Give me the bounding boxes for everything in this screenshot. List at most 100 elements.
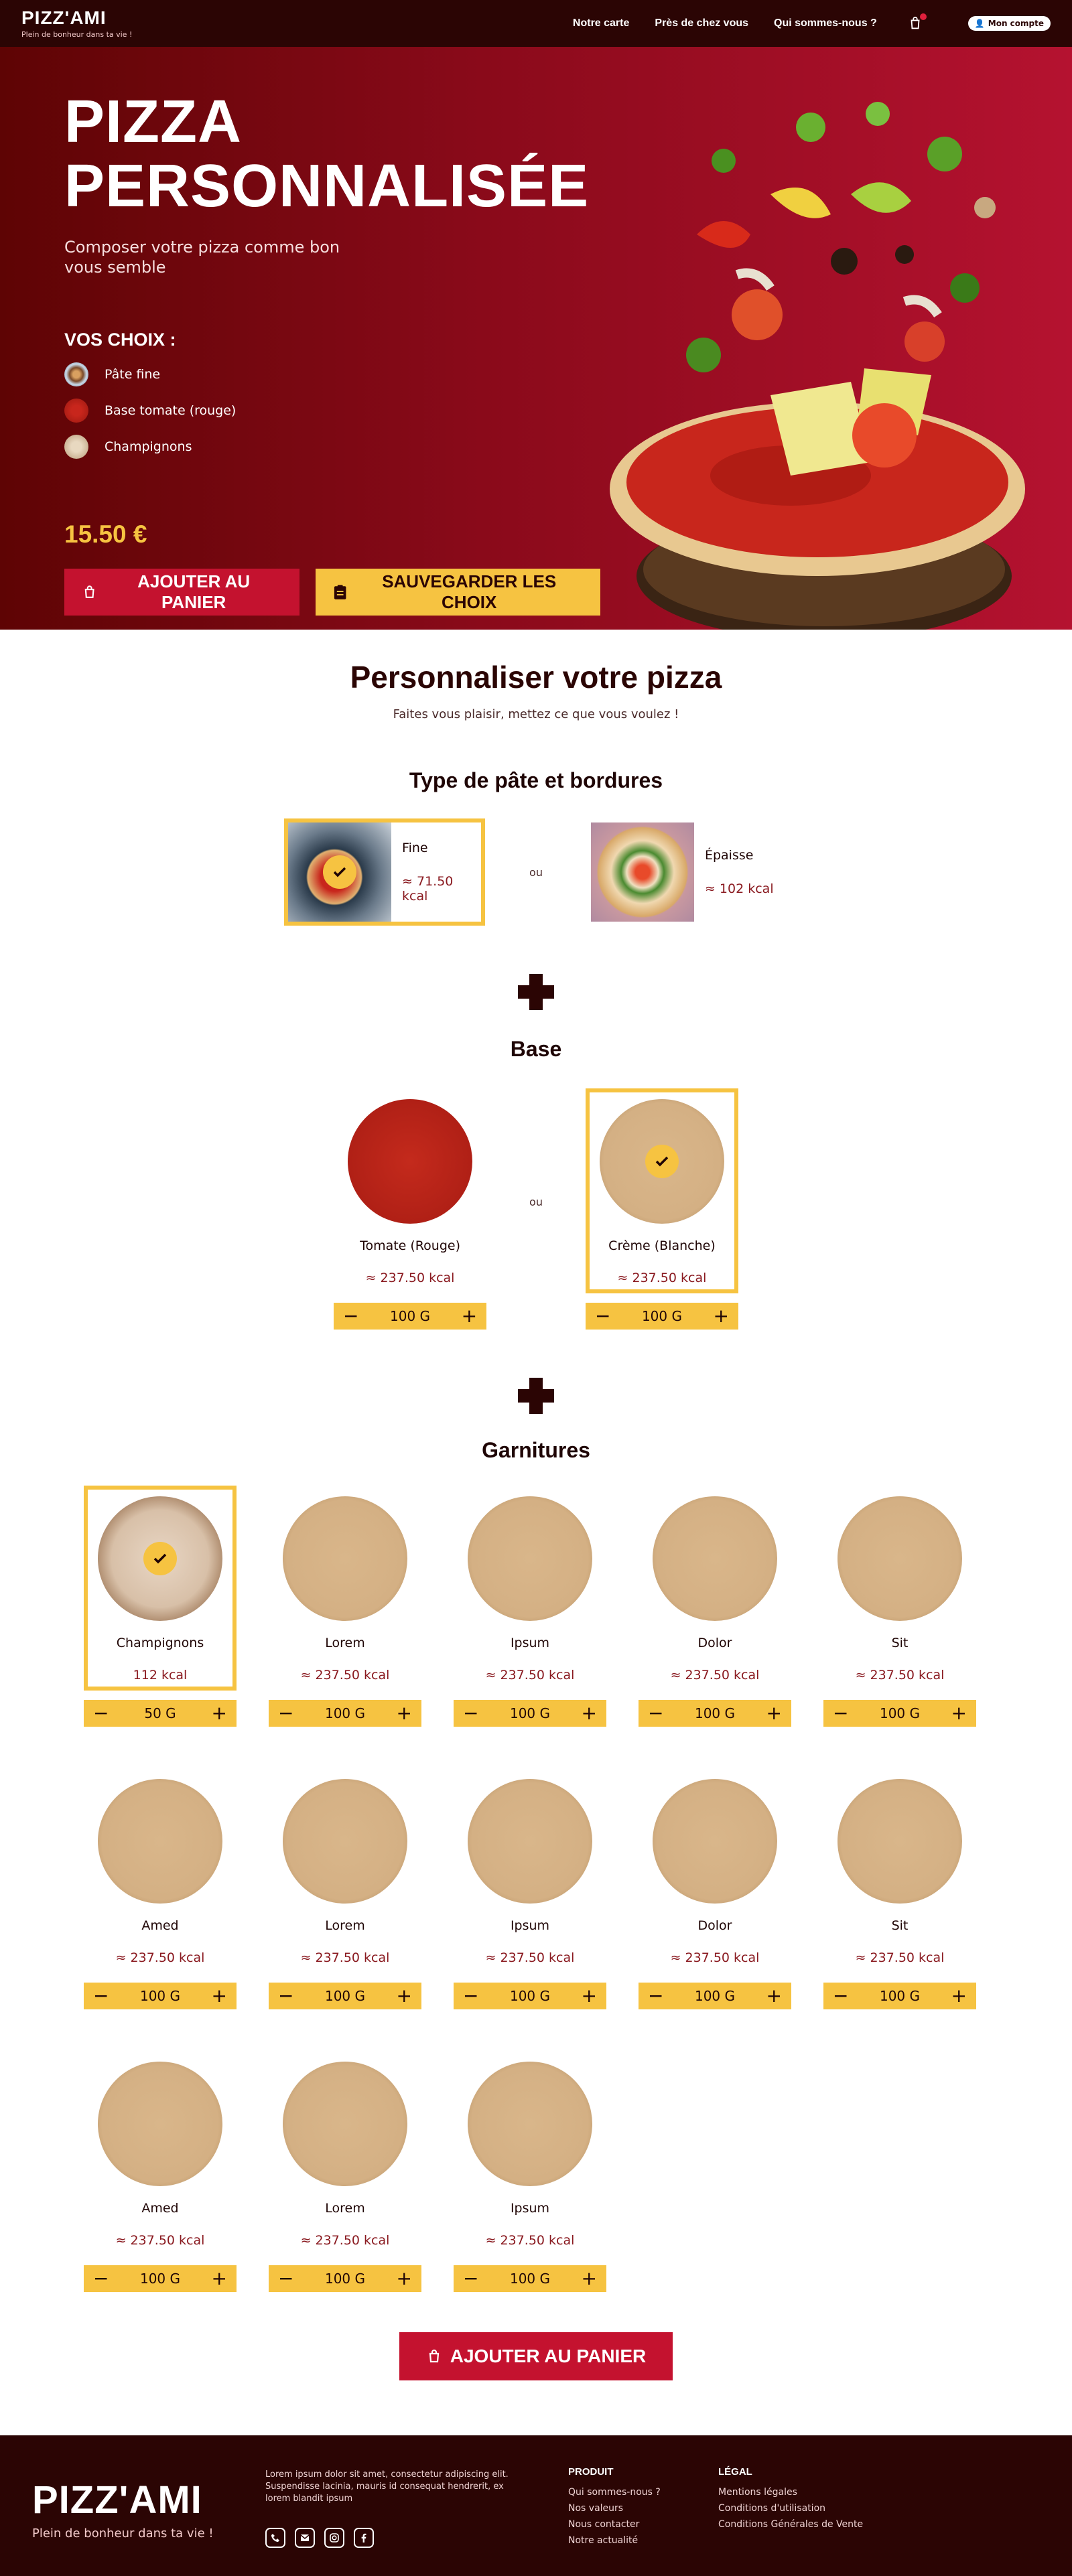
decrease-button[interactable]: − [594, 1305, 611, 1327]
dough-option-thick[interactable]: Épaisse ≈ 102 kcal [586, 818, 788, 926]
instagram-icon[interactable] [324, 2528, 344, 2548]
save-choices-button[interactable]: SAUVEGARDER LES CHOIX [316, 569, 600, 616]
decrease-button[interactable]: − [93, 1702, 109, 1724]
topping-select[interactable]: Ipsum≈ 237.50 kcal [454, 1486, 606, 1691]
footer-brand[interactable]: PIZZ'AMI Plein de bonheur dans ta vie ! [32, 2481, 214, 2541]
increase-button[interactable]: + [396, 1702, 412, 1724]
facebook-icon[interactable] [354, 2528, 374, 2548]
decrease-button[interactable]: − [278, 1702, 294, 1724]
footer-link[interactable]: Conditions d'utilisation [718, 2503, 826, 2514]
dough-kcal: ≈ 102 kcal [704, 881, 774, 896]
topping-select[interactable]: Lorem≈ 237.50 kcal [269, 1768, 421, 1973]
topping-select[interactable]: Dolor≈ 237.50 kcal [639, 1486, 791, 1691]
base-card[interactable]: Crème (Blanche) ≈ 237.50 kcal [585, 1088, 738, 1293]
decrease-button[interactable]: − [463, 1985, 479, 2007]
decrease-button[interactable]: − [278, 2267, 294, 2289]
topping-name: Amed [141, 1918, 179, 1933]
hero-actions: AJOUTER AU PANIER SAUVEGARDER LES CHOIX [64, 569, 600, 616]
topping-select[interactable]: Sit≈ 237.50 kcal [823, 1768, 976, 1973]
topping-select[interactable]: Ipsum≈ 237.50 kcal [454, 2051, 606, 2256]
thin-crust-image [288, 822, 392, 922]
increase-button[interactable]: + [461, 1305, 478, 1327]
increase-button[interactable]: + [581, 1702, 597, 1724]
brand-logo[interactable]: PIZZ'AMI Plein de bonheur dans ta vie ! [21, 8, 132, 39]
footer-link[interactable]: Notre actualité [568, 2535, 639, 2546]
decrease-button[interactable]: − [343, 1305, 359, 1327]
increase-button[interactable]: + [951, 1702, 967, 1724]
quantity-stepper: −100 G+ [269, 1983, 421, 2009]
decrease-button[interactable]: − [463, 1702, 479, 1724]
mail-icon[interactable] [295, 2528, 315, 2548]
dough-kcal: ≈ 71.50 kcal [402, 874, 454, 904]
quantity-value: 100 G [509, 2271, 551, 2287]
decrease-button[interactable]: − [833, 1985, 849, 2007]
nav-link-nearby[interactable]: Près de chez vous [655, 17, 749, 29]
phone-icon[interactable] [265, 2528, 285, 2548]
dough-option-thin[interactable]: Fine ≈ 71.50 kcal [284, 818, 486, 926]
base-card[interactable]: Tomate (Rouge) ≈ 237.50 kcal [334, 1088, 486, 1293]
cart-icon[interactable] [908, 13, 927, 31]
topping-kcal: ≈ 237.50 kcal [485, 1950, 575, 1965]
quantity-stepper: − 100 G + [269, 1700, 421, 1727]
topping-select[interactable]: Sit≈ 237.50 kcal [823, 1486, 976, 1691]
decrease-button[interactable]: − [278, 1985, 294, 2007]
footer-link[interactable]: Nos valeurs [568, 2503, 624, 2514]
topping-select[interactable]: Dolor≈ 237.50 kcal [639, 1768, 791, 1973]
quantity-value: 100 G [324, 1705, 366, 1721]
footer-link[interactable]: Qui sommes-nous ? [568, 2487, 661, 2498]
increase-button[interactable]: + [951, 1985, 967, 2007]
decrease-button[interactable]: − [648, 1985, 664, 2007]
decrease-button[interactable]: − [93, 2267, 109, 2289]
base-option-cream: Crème (Blanche) ≈ 237.50 kcal − 100 G + [585, 1088, 738, 1330]
add-to-cart-label: AJOUTER AU PANIER [137, 571, 251, 612]
topping-select[interactable]: Lorem≈ 237.50 kcal [269, 2051, 421, 2256]
increase-button[interactable]: + [713, 1305, 729, 1327]
increase-button[interactable]: + [396, 1985, 412, 2007]
add-to-cart-label: AJOUTER AU PANIER [450, 2346, 647, 2366]
decrease-button[interactable]: − [833, 1702, 849, 1724]
increase-button[interactable]: + [211, 1702, 227, 1724]
quantity-value: 100 G [509, 1988, 551, 2004]
top-nav: PIZZ'AMI Plein de bonheur dans ta vie ! … [0, 0, 1072, 47]
quantity-stepper: −100 G+ [639, 1983, 791, 2009]
hero-subtitle: Composer votre pizza comme bon vous semb… [64, 238, 340, 277]
topping-select[interactable]: Amed ≈ 237.50 kcal [84, 1768, 237, 1973]
increase-button[interactable]: + [766, 1702, 782, 1724]
footer-link[interactable]: Mentions légales [718, 2487, 797, 2498]
add-to-cart-bottom-button[interactable]: AJOUTER AU PANIER [399, 2332, 673, 2380]
decrease-button[interactable]: − [463, 2267, 479, 2289]
increase-button[interactable]: + [396, 2267, 412, 2289]
topping-select[interactable]: Lorem≈ 237.50 kcal [269, 1486, 421, 1691]
topping-kcal: ≈ 237.50 kcal [115, 1950, 205, 1965]
increase-button[interactable]: + [766, 1985, 782, 2007]
footer-brand-name: PIZZ'AMI [32, 2478, 202, 2522]
hero-title: PIZZA PERSONNALISÉE [64, 90, 600, 218]
tomato-base-icon [64, 399, 88, 423]
increase-button[interactable]: + [581, 1985, 597, 2007]
decrease-button[interactable]: − [93, 1985, 109, 2007]
decrease-button[interactable]: − [648, 1702, 664, 1724]
increase-button[interactable]: + [211, 2267, 227, 2289]
add-to-cart-button[interactable]: AJOUTER AU PANIER [64, 569, 300, 616]
topping-kcal: ≈ 237.50 kcal [485, 1668, 575, 1683]
topping-card: Ipsum≈ 237.50 kcal−100 G+ [454, 1486, 606, 1727]
quantity-stepper: −100 G+ [823, 1983, 976, 2009]
topping-image [468, 1496, 592, 1621]
increase-button[interactable]: + [581, 2267, 597, 2289]
topping-image [653, 1496, 777, 1621]
increase-button[interactable]: + [211, 1985, 227, 2007]
footer-link[interactable]: Nous contacter [568, 2519, 640, 2530]
topping-select[interactable]: Ipsum≈ 237.50 kcal [454, 1768, 606, 1973]
topping-select[interactable]: Amed≈ 237.50 kcal [84, 2051, 237, 2256]
or-separator: ou [529, 1196, 543, 1208]
nav-link-menu[interactable]: Notre carte [572, 17, 630, 29]
topping-card: Lorem≈ 237.50 kcal−100 G+ [269, 2051, 421, 2292]
base-name: Tomate (Rouge) [360, 1238, 460, 1253]
tomato-base-image [348, 1099, 473, 1224]
footer-link[interactable]: Conditions Générales de Vente [718, 2519, 864, 2530]
quantity-stepper: −50 G+ [84, 1700, 237, 1727]
nav-link-about[interactable]: Qui sommes-nous ? [774, 17, 877, 29]
account-button[interactable]: 👤 Mon compte [967, 16, 1051, 31]
footer: PIZZ'AMI Plein de bonheur dans ta vie ! … [0, 2435, 1072, 2576]
